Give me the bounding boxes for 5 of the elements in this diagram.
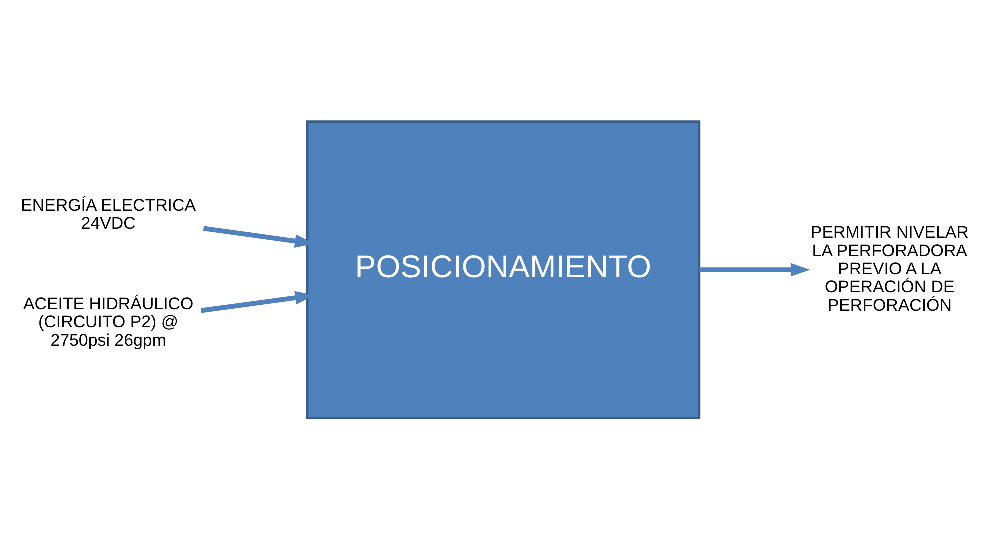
node-text: PERMITIR NIVELAR LA PERFORADORA PREVIO A LA OPERACIÓN DE PERFORACIÓN xyxy=(810,223,969,315)
node-box: POSICIONAMIENTO xyxy=(306,120,701,420)
node-text: ENERGÍA ELECTRICA 24VDC xyxy=(21,196,196,234)
node-text: ACEITE HIDRÁULICO (CIRCUITO P2) @ 2750psi 26gpm xyxy=(23,294,194,350)
arrow xyxy=(700,263,810,277)
